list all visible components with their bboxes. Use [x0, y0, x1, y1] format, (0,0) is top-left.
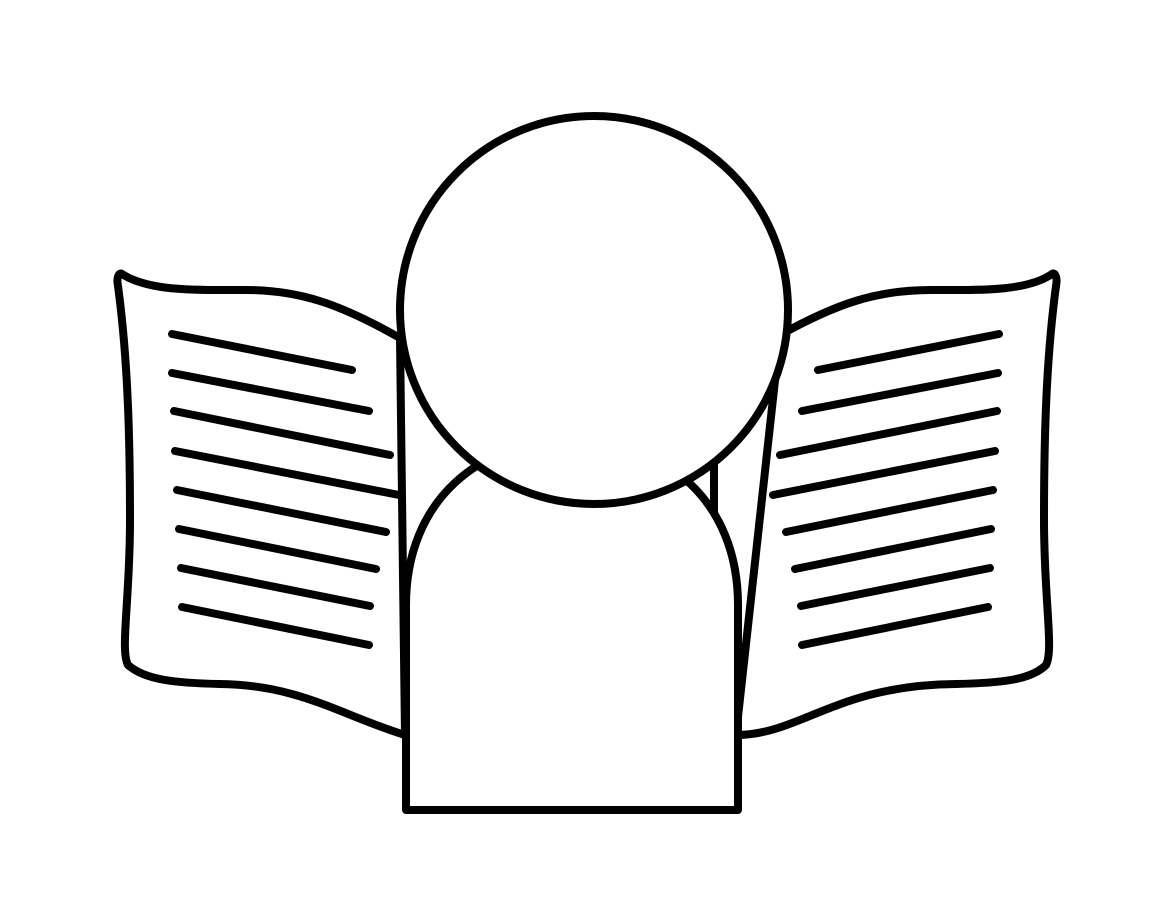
- text-line: [177, 564, 374, 610]
- text-line: [791, 525, 995, 573]
- text-line: [797, 564, 994, 610]
- text-line: [175, 525, 380, 573]
- book-left-page-text-lines: [168, 330, 403, 649]
- text-line: [173, 486, 390, 536]
- text-line: [782, 486, 997, 536]
- text-line: [170, 407, 394, 459]
- book-right-page-text-lines: [769, 330, 1003, 649]
- book-right-page: [732, 269, 1061, 739]
- text-line: [776, 407, 1001, 459]
- text-line: [178, 603, 373, 649]
- text-line: [171, 447, 403, 499]
- text-line: [168, 369, 373, 415]
- text-line: [798, 369, 1002, 415]
- text-line: [168, 330, 356, 374]
- text-line: [814, 330, 1003, 374]
- text-line: [769, 447, 999, 499]
- person-head: [396, 112, 792, 508]
- text-line: [798, 603, 992, 649]
